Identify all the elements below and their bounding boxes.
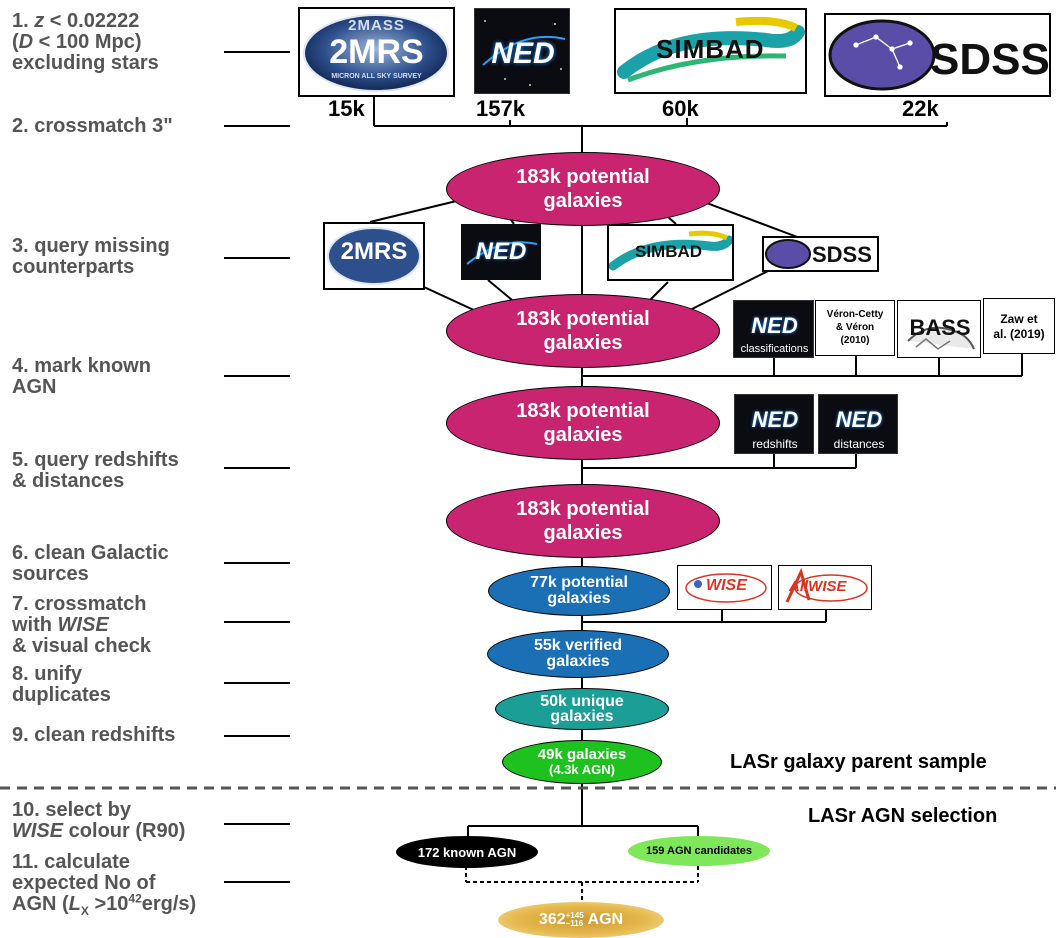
simbad-logo-small: SIMBAD <box>607 224 734 281</box>
node-49k: 49k galaxies(4.3k AGN) <box>502 740 662 784</box>
ned-name: NED <box>491 37 555 70</box>
ned-count: 157k <box>476 96 525 121</box>
ned-distances-name: NED <box>835 407 883 432</box>
ned-distances-logo: NED distances <box>818 394 898 454</box>
allwise-name: AllWISE <box>789 578 847 595</box>
zaw-line1: Zaw et <box>1000 312 1038 326</box>
simbad-name: SIMBAD <box>656 34 765 64</box>
veron-reference: Véron-Cetty & Véron (2010) <box>815 300 895 356</box>
expected-agn-lower: −116 <box>565 918 584 928</box>
twomrs-small-name: 2MRS <box>340 238 408 265</box>
ned-classifications-caption: classifications <box>740 343 809 355</box>
ned-redshifts-name: NED <box>751 407 799 432</box>
bass-logo: BASS <box>897 300 981 358</box>
step-2-label: 2. crossmatch 3" <box>12 115 173 137</box>
wise-logo: WISE <box>677 565 772 610</box>
node-expected-agn: 362+145−116 AGN <box>498 902 664 938</box>
expected-agn-value: 362 <box>538 911 566 928</box>
node-agn-candidates: 159 AGN candidates <box>628 836 770 866</box>
veron-line2: & Véron <box>835 322 875 333</box>
twomrs-logo-small: 2MRS <box>323 222 425 290</box>
zaw-reference: Zaw et al. (2019) <box>983 298 1055 354</box>
step-5-label: 5. query redshifts& distances <box>12 449 179 492</box>
allwise-logo: AllWISE <box>778 565 872 610</box>
simbad-count: 60k <box>662 96 699 121</box>
ned-redshifts-caption: redshifts <box>752 437 798 451</box>
ned-distances-caption: distances <box>833 437 885 451</box>
sdss-name: SDSS <box>930 35 1050 84</box>
agn-selection-label: LASr AGN selection <box>808 805 998 827</box>
step-1-label: 1. z < 0.02222 (D < 100 Mpc) excluding s… <box>12 10 159 74</box>
ned-classifications-name: NED <box>751 313 798 338</box>
ned-classifications-logo: NED classifications <box>733 300 814 358</box>
simbad-logo: SIMBAD <box>614 8 807 94</box>
veron-line3: (2010) <box>840 335 870 346</box>
twomrs-subtitle: MICRON ALL SKY SURVEY <box>331 73 422 80</box>
sdss-count: 22k <box>902 96 939 121</box>
veron-line1: Véron-Cetty <box>826 309 884 320</box>
expected-agn-upper: +145 <box>565 910 584 920</box>
sdss-logo: SDSS <box>824 13 1051 97</box>
wise-name: WISE <box>706 577 747 594</box>
simbad-small-name: SIMBAD <box>635 242 703 261</box>
twomrs-name: 2MRS <box>329 33 424 71</box>
expected-agn-suffix: AGN <box>583 911 624 928</box>
step-9-label: 9. clean redshifts <box>12 724 176 746</box>
ned-logo: NED <box>474 8 570 94</box>
twomrs-title: 2MASS <box>348 17 405 34</box>
galaxy-sample-label: LASr galaxy parent sample <box>730 751 987 773</box>
twomrs-count: 15k <box>328 96 365 121</box>
zaw-line2: al. (2019) <box>993 327 1045 341</box>
node-known-agn: 172 known AGN <box>396 836 538 868</box>
ned-redshifts-logo: NED redshifts <box>734 394 814 454</box>
twomrs-logo: 2MASS 2MRS MICRON ALL SKY SURVEY <box>298 7 455 97</box>
sdss-logo-small: SDSS <box>762 236 879 272</box>
ned-logo-small: NED <box>461 224 541 280</box>
sdss-small-name: SDSS <box>812 242 872 267</box>
bass-name: BASS <box>909 315 971 340</box>
ned-small-name: NED <box>475 238 527 265</box>
